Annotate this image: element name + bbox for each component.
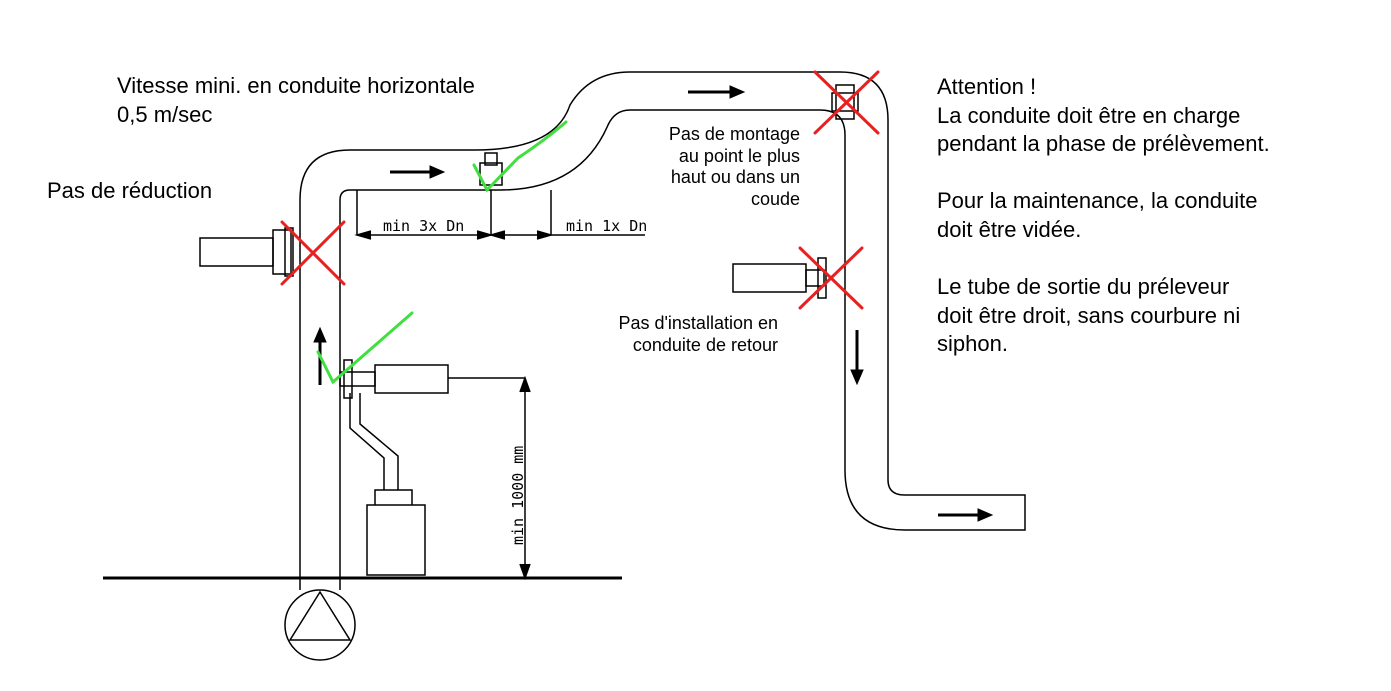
container-icon <box>366 504 426 576</box>
cross-icon <box>280 70 880 310</box>
rising-pipe <box>299 71 1026 590</box>
return-sampler-clamp <box>817 257 827 299</box>
dim-arrow-bottom <box>519 563 531 581</box>
check-icon <box>316 120 568 385</box>
left-sampler-body <box>199 237 274 267</box>
dim-arrow-top <box>519 375 531 393</box>
dim-downstream: min 1x Dn <box>566 217 647 235</box>
attention-note: Attention ! La conduite doit être en cha… <box>937 74 1270 357</box>
high-sampler <box>835 84 855 120</box>
left-sampler-clamp <box>284 227 294 277</box>
dim-upstream: min 3x Dn <box>383 217 464 235</box>
dim-arrow-left <box>354 230 372 240</box>
pump-triangle <box>288 590 352 641</box>
ok-sampler-flange <box>339 371 376 387</box>
left-sampler-flange <box>272 229 292 275</box>
return-sampler-body <box>732 263 807 293</box>
dim-arrow-right <box>536 230 554 240</box>
top-sampler-cap <box>484 152 498 166</box>
sampler-tube <box>349 393 399 490</box>
velocity-label: Vitesse mini. en conduite horizontale 0,… <box>117 73 475 127</box>
flow-arrow-icon <box>313 85 994 522</box>
dim-arrow-mid-r <box>488 230 506 240</box>
return-sampler-flange <box>805 269 825 287</box>
container-neck <box>374 489 413 505</box>
no-return-label: Pas d'installation en conduite de retour <box>618 313 778 355</box>
no-highpoint-label: Pas de montage au point le plus haut ou … <box>668 124 800 209</box>
dim-height: min 1000 mm <box>509 446 527 545</box>
ok-sampler-body <box>374 364 449 394</box>
high-sampler-flange <box>831 92 859 112</box>
no-reduction-label: Pas de réduction <box>47 178 213 203</box>
ok-sampler-clamp <box>343 359 353 399</box>
pump-icon <box>284 589 356 661</box>
